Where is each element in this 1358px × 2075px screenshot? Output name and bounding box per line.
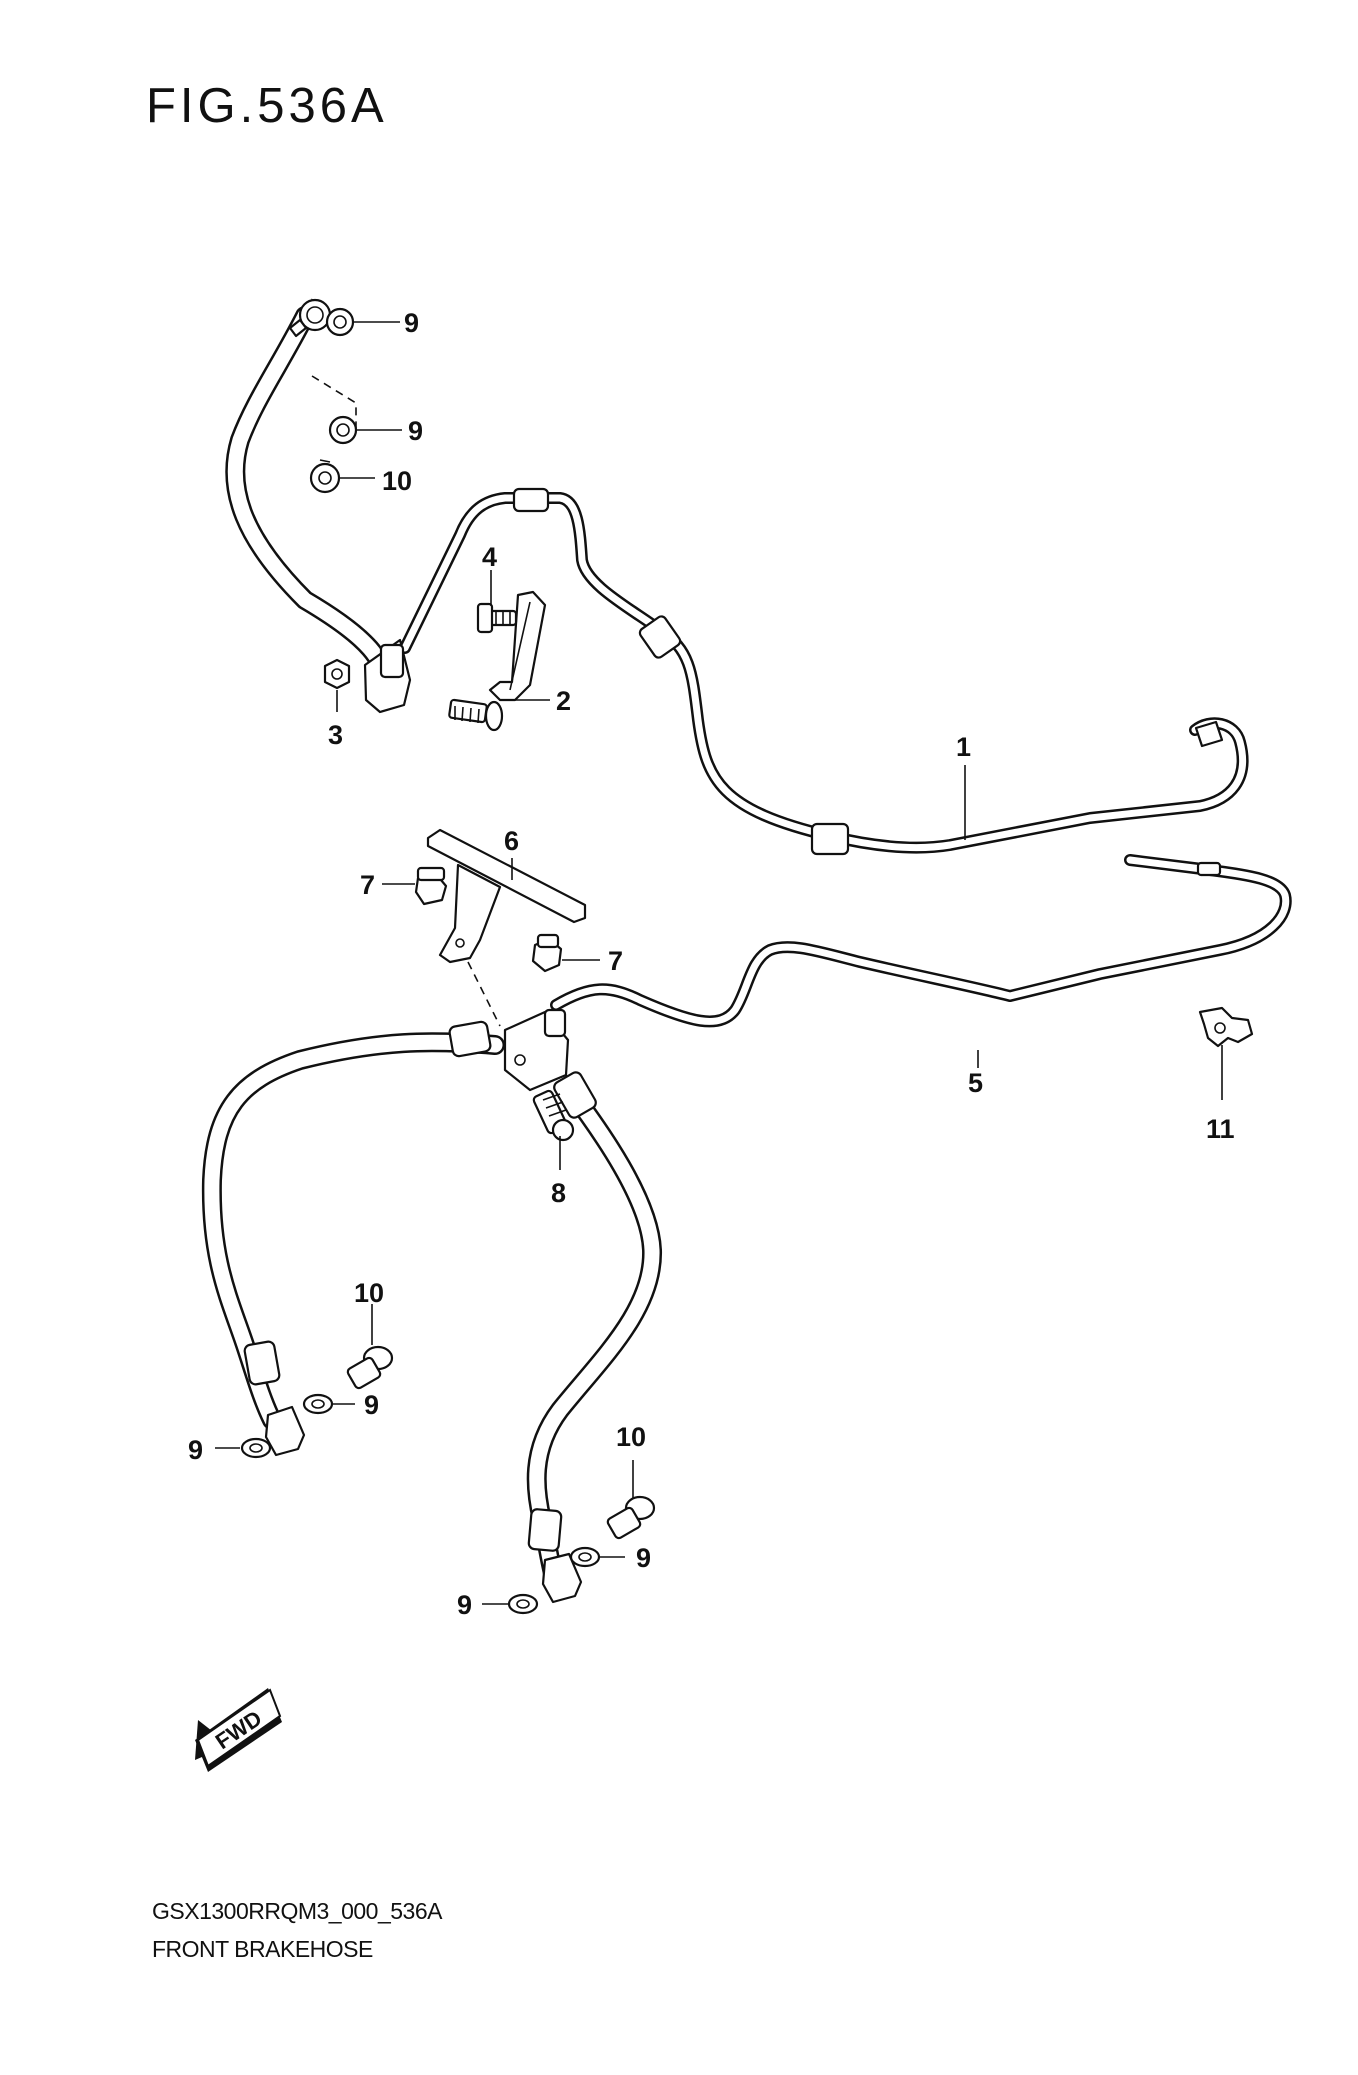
pipe-1-clip xyxy=(1194,720,1224,748)
clip-11 xyxy=(1198,1006,1254,1048)
brake-pipe-5 xyxy=(550,854,1292,1028)
callout-4: 4 xyxy=(482,542,497,572)
callout-5: 5 xyxy=(968,1068,983,1098)
brake-hose-lower-right xyxy=(526,1071,663,1604)
figure-title: FIG.536A xyxy=(146,79,388,133)
callout-9-left-a: 9 xyxy=(364,1390,379,1420)
bolt-2 xyxy=(448,698,504,732)
callout-9-left-b: 9 xyxy=(188,1435,203,1465)
callout-3: 3 xyxy=(328,720,343,750)
diagram-name: FRONT BRAKEHOSE xyxy=(152,1936,373,1962)
callout-7-left: 7 xyxy=(360,870,375,900)
upper-banjo-fitting xyxy=(288,298,357,432)
callout-7-right: 7 xyxy=(608,946,623,976)
lower-joint-block xyxy=(503,1008,570,1092)
callout-9-top: 9 xyxy=(404,308,419,338)
callout-10-left: 10 xyxy=(354,1278,384,1308)
bolt-10-top xyxy=(309,459,341,494)
brake-hose-upper xyxy=(225,298,395,690)
washer-9-mid xyxy=(328,415,358,445)
bolt-7-right xyxy=(531,933,563,973)
bolt-10-right xyxy=(606,1495,656,1540)
callout-9-right-a: 9 xyxy=(636,1543,651,1573)
callout-6: 6 xyxy=(504,826,519,856)
callout-9-right-b: 9 xyxy=(457,1590,472,1620)
bolt-7-left xyxy=(414,866,448,906)
callout-10-top: 10 xyxy=(382,466,412,496)
nut-3 xyxy=(323,658,351,690)
callout-1: 1 xyxy=(956,732,971,762)
brake-pipe-1 xyxy=(399,487,1249,856)
bracket-dashed-link xyxy=(467,961,501,1027)
callout-11: 11 xyxy=(1206,1114,1235,1144)
bolt-8 xyxy=(532,1089,575,1142)
washer-9-left-b xyxy=(240,1437,272,1459)
bolt-4 xyxy=(476,602,518,634)
pipe-1-sleeve-c xyxy=(810,822,850,856)
upper-joint-block xyxy=(363,638,412,714)
callout-2: 2 xyxy=(556,686,571,716)
washer-9-left-a xyxy=(302,1393,334,1415)
callout-8: 8 xyxy=(551,1178,566,1208)
callout-10-right: 10 xyxy=(616,1422,646,1452)
bracket-6 xyxy=(426,828,587,964)
bolt-10-left xyxy=(346,1345,394,1390)
washer-9-right-b xyxy=(507,1593,539,1615)
pipe-1-sleeve-b xyxy=(638,615,682,659)
washer-9-right-a xyxy=(569,1546,601,1568)
pipe-1-sleeve-a xyxy=(512,487,550,513)
callout-labels: 9 9 10 4 2 3 1 6 7 7 5 11 8 10 9 9 10 9 … xyxy=(188,308,1235,1620)
bracket-2 xyxy=(488,590,547,702)
washer-9-top xyxy=(325,307,355,337)
brake-hose-lower-left xyxy=(201,1020,505,1457)
pipe-5-clip xyxy=(1196,861,1222,877)
leader-lines xyxy=(215,321,1223,1605)
fwd-arrow-icon: FWD xyxy=(195,1688,282,1772)
diagram-code: GSX1300RRQM3_000_536A xyxy=(152,1898,442,1924)
callout-9-mid: 9 xyxy=(408,416,423,446)
